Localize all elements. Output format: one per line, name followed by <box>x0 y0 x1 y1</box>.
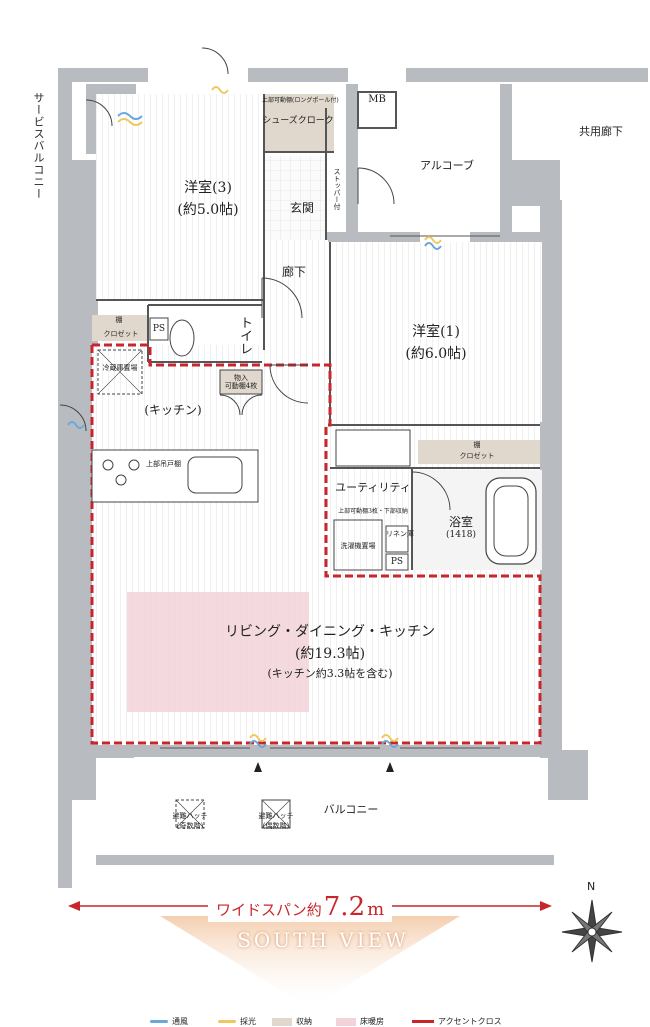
shelf1-label: 棚 <box>473 441 481 449</box>
upper-cabinet-label: 上部吊戸棚 <box>146 460 181 468</box>
wide-span-text: ワイドスパン約 7.2 m <box>208 892 393 922</box>
wave-icon <box>218 1020 236 1023</box>
legend-accent-cross: アクセントクロス <box>412 1016 502 1027</box>
hatch-even-note: (偶数階) <box>262 822 290 830</box>
ventilation-marks <box>67 86 442 748</box>
bathtub <box>485 477 537 565</box>
compass-rose <box>561 899 623 963</box>
heating-swatch-icon <box>336 1017 356 1026</box>
hatch-even-label: 避難ハッチ <box>258 812 294 820</box>
bath-label: 浴室 <box>448 515 473 529</box>
toilet-bowl <box>169 319 195 357</box>
storage-shelf-label: 物入 可動棚4枚 <box>224 374 258 390</box>
floor-heating-area <box>127 592 309 712</box>
shelf3-label: 棚 <box>115 316 123 324</box>
south-view-label: SOUTH VIEW <box>237 928 409 952</box>
ps2-label: PS <box>390 557 404 567</box>
accent-line-icon <box>412 1020 434 1023</box>
sink <box>187 456 243 494</box>
alcove-label: アルコーブ <box>419 159 474 172</box>
hallway-label: 廊下 <box>281 265 306 279</box>
bath-size-label: (1418) <box>446 530 476 540</box>
south-view-banner <box>160 916 460 1002</box>
wide-span-value: 7.2 <box>323 892 366 922</box>
mb-label: MB <box>368 94 386 105</box>
service-balcony-label: サービスバルコニー <box>32 92 45 200</box>
kitchen-label: (キッチン) <box>144 403 202 417</box>
legend-light: 採光 <box>218 1016 256 1027</box>
hatch-odd-box <box>175 799 205 829</box>
legend-storage: 収納 <box>272 1016 312 1027</box>
accent-cross-line <box>90 343 542 745</box>
common-corridor-label: 共用廊下 <box>579 125 623 138</box>
wave-icon <box>150 1020 168 1023</box>
linen-box <box>385 525 409 553</box>
hatch-odd-note: (奇数階) <box>176 822 204 830</box>
closet1-label: クロゼット <box>459 452 495 460</box>
fridge-label: 冷蔵庫置場 <box>102 364 138 372</box>
hatch-odd-label: 避難ハッチ <box>172 812 208 820</box>
bedroom3-size: (約5.0帖) <box>177 202 239 218</box>
ldk-note-label: (キッチン約3.3帖を含む) <box>267 667 393 680</box>
shoe-closet-label: シューズクローク <box>262 116 334 126</box>
closet3-label: クロゼット <box>103 330 139 338</box>
ps-box-2 <box>385 553 409 571</box>
legend-ventilation-label: 通風 <box>172 1017 188 1026</box>
legend-accent-cross-label: アクセントクロス <box>438 1017 502 1026</box>
doors <box>59 47 451 511</box>
linen-label: リネン庫 <box>386 530 414 538</box>
storage-swatch-icon <box>272 1017 292 1026</box>
stopper-label: ストッパー付 <box>333 168 341 210</box>
washer-label: 洗濯機置場 <box>340 542 376 550</box>
utility-label: ユーティリティ <box>335 481 411 494</box>
legend-floor-heating: 床暖房 <box>336 1016 384 1027</box>
ps-box-1 <box>149 317 169 341</box>
entrance-label: 玄関 <box>289 201 314 215</box>
bedroom3-floor <box>96 94 264 300</box>
wide-span-unit: m <box>367 899 385 920</box>
hatch-even-box <box>261 799 291 829</box>
stove <box>102 459 140 486</box>
ldk-size-label: (約19.3帖) <box>294 646 366 662</box>
vanity <box>335 429 411 467</box>
compass-north-label: N <box>587 880 596 893</box>
window-arrows <box>254 762 394 772</box>
ldk-label: リビング・ダイニング・キッチン <box>225 624 435 640</box>
ps1-label: PS <box>152 324 166 334</box>
toilet-label: トイレ <box>237 316 252 355</box>
windows <box>160 235 500 749</box>
balcony-floor <box>96 758 548 854</box>
storage-areas <box>92 94 540 464</box>
legend-storage-label: 収納 <box>296 1017 312 1026</box>
storage-box <box>219 369 263 395</box>
bedroom1-size: (約6.0帖) <box>405 346 467 362</box>
legend-ventilation: 通風 <box>150 1016 188 1027</box>
bedroom3-name: 洋室(3) <box>184 180 232 196</box>
interior-walls <box>96 91 540 570</box>
bedroom1-name: 洋室(1) <box>412 324 460 340</box>
legend-light-label: 採光 <box>240 1017 256 1026</box>
upper-shelf-label: 上部可動棚3枚・下部収納 <box>338 508 408 515</box>
washer-space <box>333 519 383 571</box>
fridge-space <box>97 349 143 395</box>
wide-span-label: ワイドスパン約 <box>216 901 322 919</box>
shoe-shelf-label: 上部可動棚(ロングポール付) <box>262 97 339 104</box>
legend-floor-heating-label: 床暖房 <box>360 1017 384 1026</box>
entrance-floor <box>264 156 326 240</box>
balcony-label: バルコニー <box>323 803 379 816</box>
